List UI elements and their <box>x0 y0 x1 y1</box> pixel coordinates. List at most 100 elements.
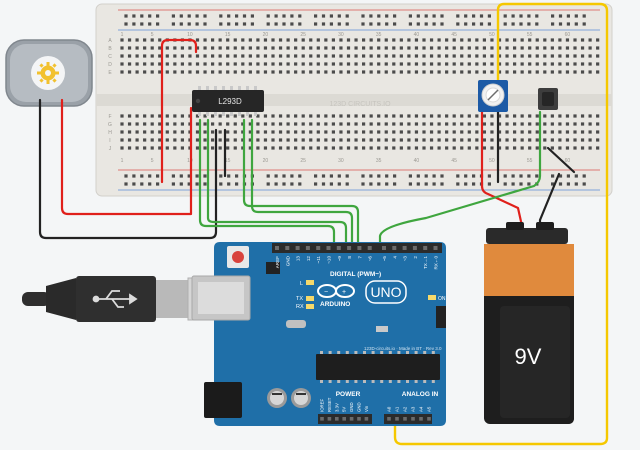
analog-pin[interactable] <box>387 417 391 421</box>
digital-pin[interactable] <box>285 246 290 250</box>
digital-pin-label: ~6 <box>368 256 373 262</box>
breadboard-holes <box>120 14 600 186</box>
power-pin[interactable] <box>357 417 361 421</box>
column-number: 50 <box>489 158 495 164</box>
digital-pin-label: 8 <box>347 256 352 259</box>
ic-label: L293D <box>218 97 242 106</box>
column-number: 1 <box>121 32 124 38</box>
row-letter: J <box>109 146 112 152</box>
power-analog-header-pins[interactable] <box>320 417 431 421</box>
column-number: 25 <box>300 158 306 164</box>
wire-green-3[interactable] <box>250 118 354 246</box>
power-pin[interactable] <box>335 417 339 421</box>
wire-black-motor[interactable] <box>38 98 218 240</box>
digital-pin-label: ~9 <box>337 256 342 262</box>
on-label: ON <box>438 296 446 302</box>
digital-pin[interactable] <box>347 246 352 250</box>
digital-pin[interactable] <box>382 246 386 250</box>
arduino-logo-text: ARDUINO <box>320 301 350 308</box>
power-pin-label: 3.3V <box>334 403 339 412</box>
digital-pin[interactable] <box>402 246 407 250</box>
battery-terminal-minus <box>536 222 554 230</box>
usb-cable[interactable] <box>22 276 221 322</box>
digital-pin[interactable] <box>357 246 362 250</box>
power-pin[interactable] <box>320 417 324 421</box>
power-pin[interactable] <box>342 417 346 421</box>
wire-red-battery[interactable] <box>480 110 524 228</box>
battery-label: 9V <box>515 344 542 369</box>
analog-in-label: ANALOG IN <box>402 391 439 398</box>
digital-pin[interactable] <box>326 246 331 250</box>
power-pin[interactable] <box>349 417 354 421</box>
power-pin-label: GND <box>357 402 362 412</box>
row-letter: B <box>108 46 112 52</box>
digital-pin[interactable] <box>316 246 321 250</box>
digital-pin-label: 4 <box>392 256 397 259</box>
analog-pin-label: A5 <box>427 406 432 412</box>
wire-green-5[interactable] <box>378 110 542 246</box>
wire-green-1[interactable] <box>198 118 336 246</box>
wire-red-motor[interactable] <box>60 98 193 216</box>
analog-pin[interactable] <box>427 417 431 421</box>
reset-button[interactable] <box>227 246 249 268</box>
column-number: 35 <box>376 32 382 38</box>
digital-pin[interactable] <box>336 246 341 250</box>
atmega-chip <box>316 351 440 383</box>
column-number: 5 <box>151 32 154 38</box>
potentiometer[interactable] <box>478 80 508 112</box>
analog-pin-label: A1 <box>395 406 400 412</box>
analog-pin-label: A4 <box>419 406 424 412</box>
wire-green-2[interactable] <box>206 118 348 246</box>
gear-icon <box>37 62 59 84</box>
column-number: 20 <box>263 158 269 164</box>
analog-pin[interactable] <box>419 417 423 421</box>
digital-header-pins[interactable] <box>275 246 438 250</box>
wire-yellow[interactable] <box>393 2 609 446</box>
digital-pin-label: TX→1 <box>423 256 428 269</box>
row-letter: H <box>108 130 112 136</box>
digital-pin[interactable] <box>412 246 417 250</box>
svg-text:−: − <box>324 289 328 296</box>
digital-pin[interactable] <box>367 246 372 250</box>
analog-pin[interactable] <box>411 417 415 421</box>
digital-pin[interactable] <box>392 246 397 250</box>
row-letter: A <box>108 38 112 44</box>
digital-pin[interactable] <box>433 246 438 250</box>
column-number: 1 <box>121 158 124 164</box>
wire-green-4[interactable] <box>242 118 360 246</box>
wire-red-top[interactable] <box>160 38 198 184</box>
power-pin-label: Vin <box>364 405 369 412</box>
digital-pin-label: ~3 <box>403 256 408 262</box>
power-pin-label: IOREF <box>320 398 325 412</box>
row-letter: C <box>108 54 112 60</box>
dc-motor[interactable] <box>5 39 93 107</box>
digital-pin-label: 2 <box>413 256 418 259</box>
power-pin-label: RESET <box>327 397 332 412</box>
digital-pin[interactable] <box>275 246 279 250</box>
digital-pin[interactable] <box>423 246 428 250</box>
power-pin[interactable] <box>364 417 369 421</box>
digital-label: DIGITAL (PWM~) <box>330 271 381 278</box>
analog-pin[interactable] <box>403 417 407 421</box>
column-number: 35 <box>376 158 382 164</box>
column-number: 40 <box>414 32 420 38</box>
row-letter: E <box>108 70 112 76</box>
column-number: 40 <box>414 158 420 164</box>
analog-pin[interactable] <box>395 417 399 421</box>
usb-icon <box>92 290 138 308</box>
l293d-chip[interactable]: L293D <box>192 86 264 116</box>
battery-9v[interactable]: 9V <box>484 222 574 424</box>
wires <box>38 2 609 446</box>
row-letter: F <box>108 114 111 120</box>
digital-pin[interactable] <box>305 246 310 250</box>
wire-black-battery[interactable] <box>546 146 576 174</box>
digital-pin[interactable] <box>295 246 300 250</box>
power-pin[interactable] <box>327 417 332 421</box>
column-number: 5 <box>151 158 154 164</box>
analog-pin-label: A3 <box>411 406 416 412</box>
pushbutton[interactable] <box>538 88 558 110</box>
